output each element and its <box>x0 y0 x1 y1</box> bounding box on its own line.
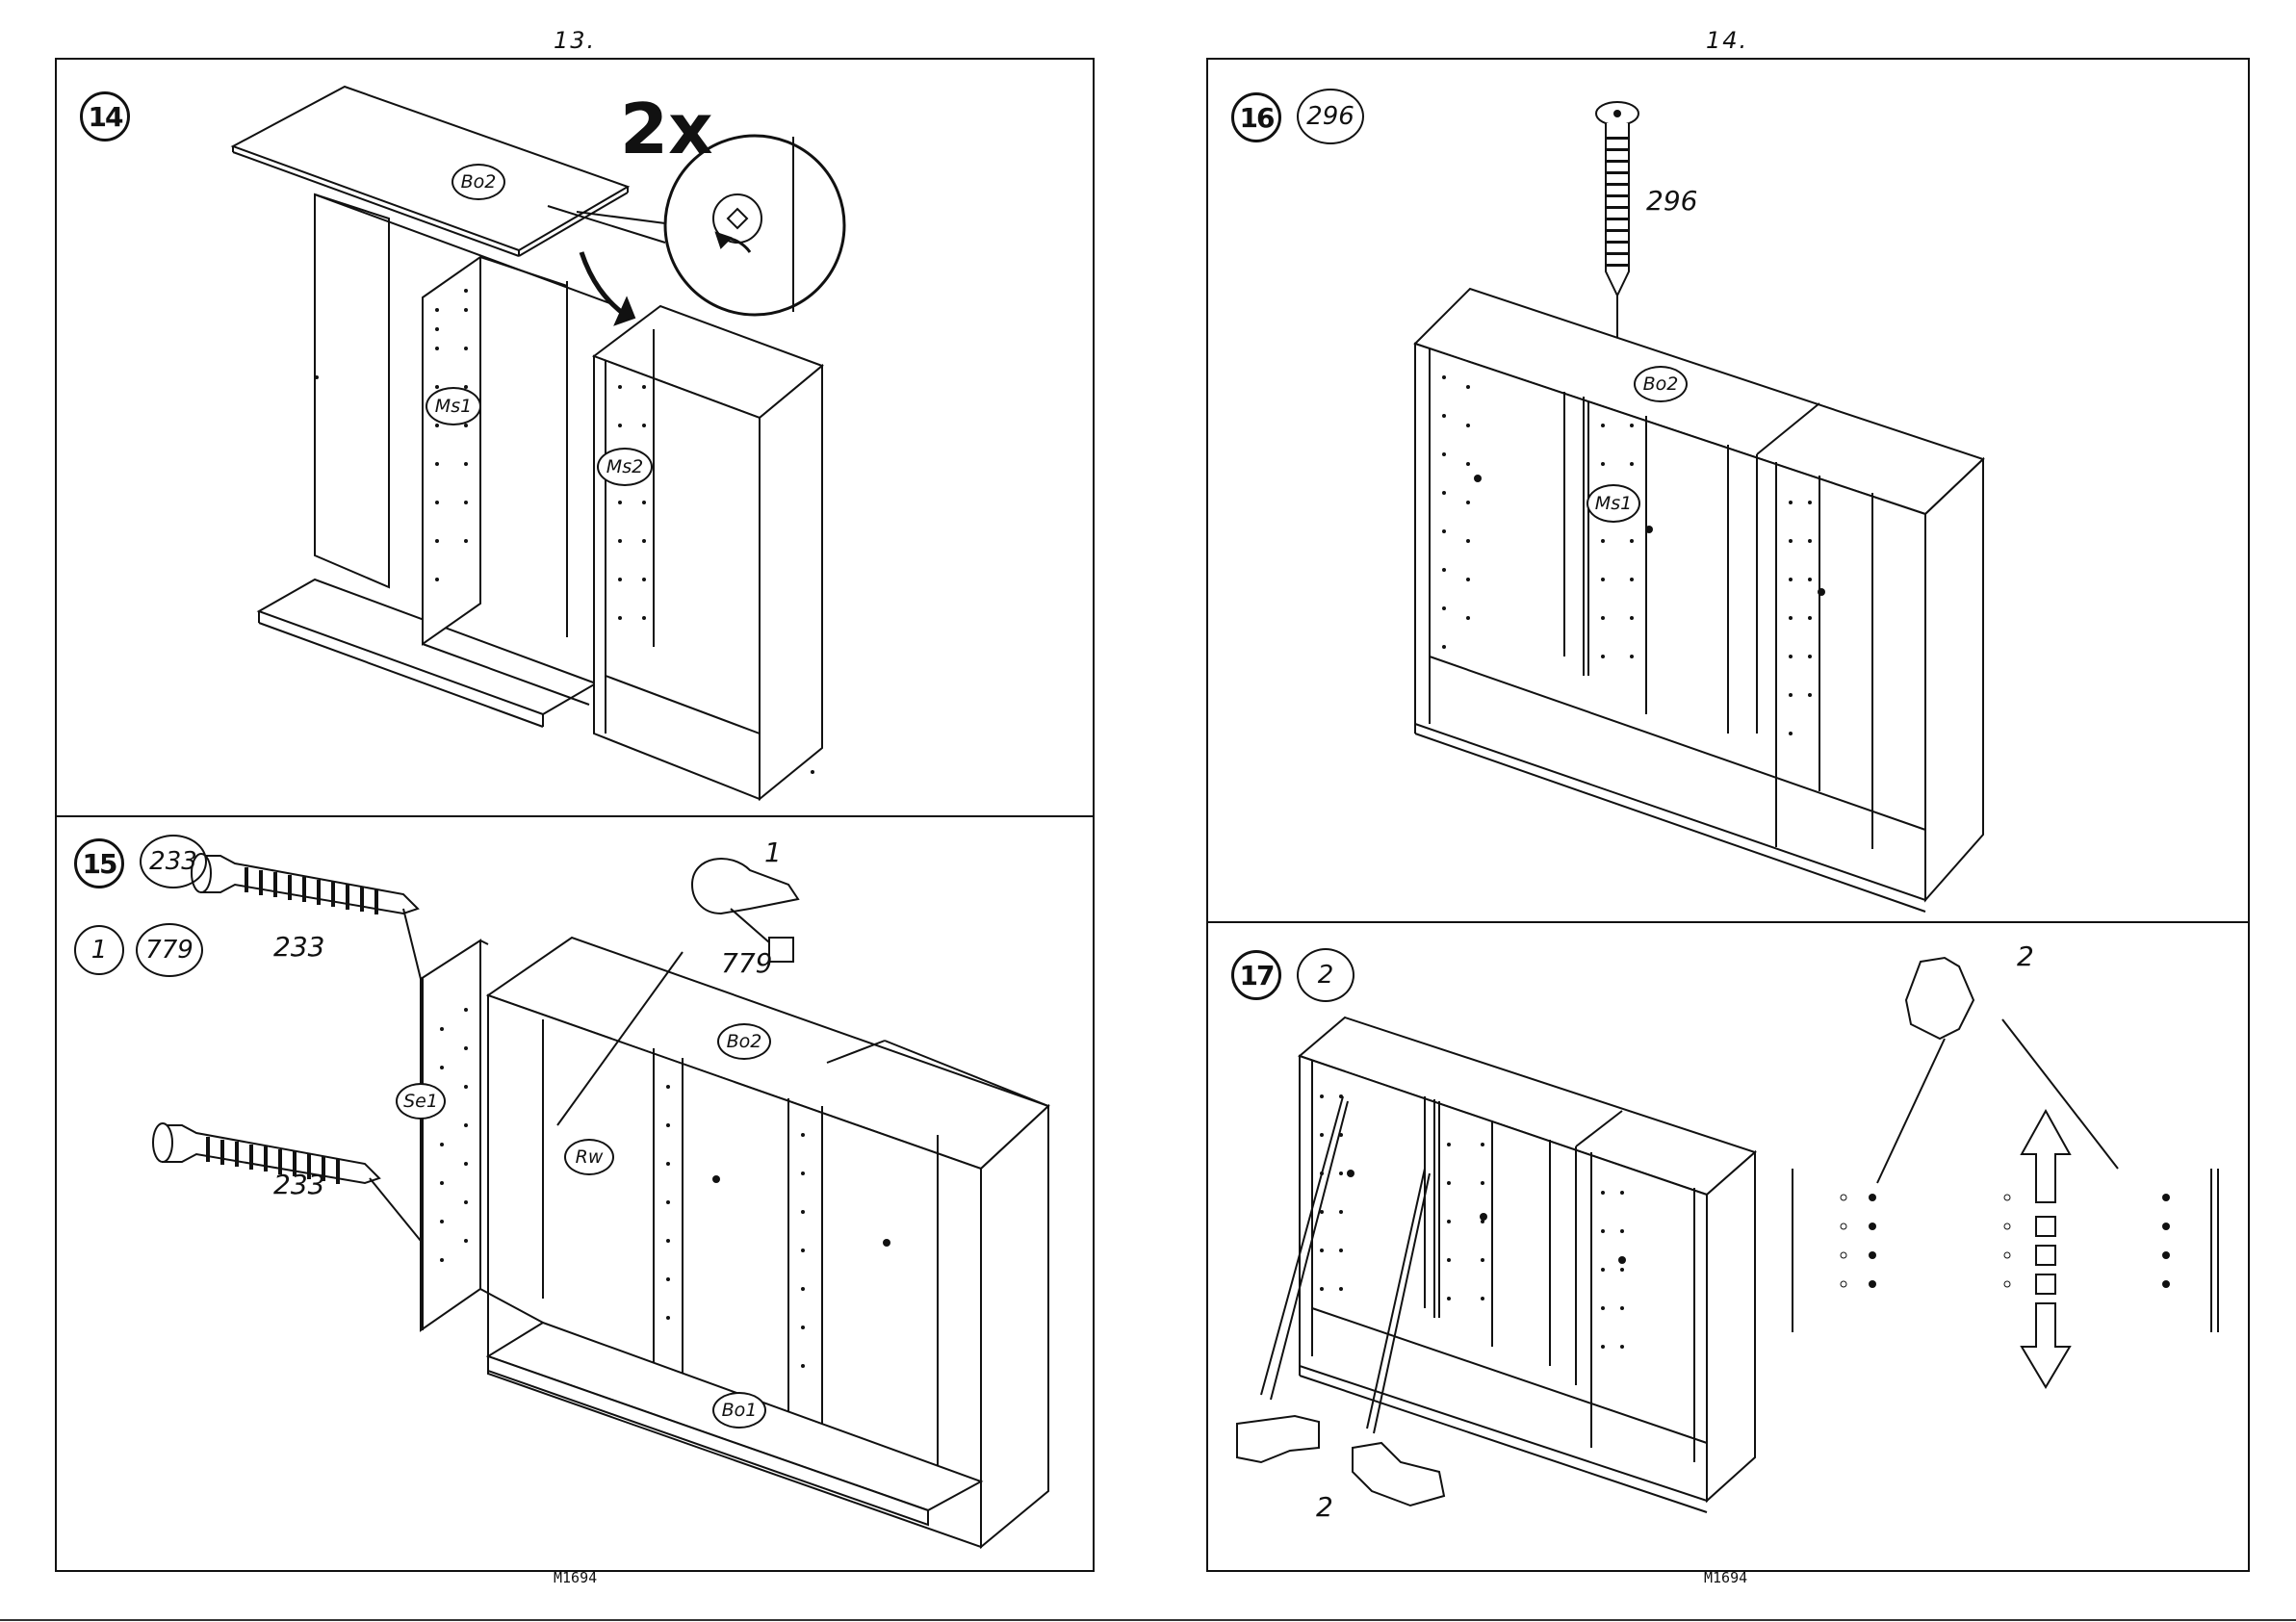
step-16-illustration <box>1208 60 2252 925</box>
step-17-panel: 17 2 2 2 <box>1206 921 2250 1572</box>
part-label-bo2: Bo2 <box>1634 366 1688 402</box>
page-number-right: 14. <box>1706 27 1748 54</box>
label-2-top: 2 <box>2017 940 2034 972</box>
footer-code-right: M1694 <box>1704 1569 1747 1586</box>
step-14-panel: 14 2x Bo2 Ms1 Ms2 <box>55 58 1095 817</box>
quantity-2: 2 <box>1297 948 1354 1002</box>
part-label-bo2: Bo2 <box>451 164 505 200</box>
quantity-233: 233 <box>140 835 207 888</box>
step-15-illustration <box>57 817 1096 1574</box>
part-label-se1: Se1 <box>396 1083 446 1120</box>
step-number-17: 17 <box>1231 950 1281 1000</box>
step-number-16: 16 <box>1231 92 1281 142</box>
step-15-panel: 15 233 1 779 233 233 1 779 Se1 Rw Bo2 Bo… <box>55 815 1095 1572</box>
quantity-296: 296 <box>1297 89 1364 144</box>
step-17-illustration <box>1208 923 2252 1574</box>
quantity-1: 1 <box>74 925 124 975</box>
footer-code-left: M1694 <box>554 1569 597 1586</box>
part-label-bo2: Bo2 <box>717 1023 771 1060</box>
label-2-bottom: 2 <box>1316 1491 1333 1523</box>
step-14-illustration <box>57 60 1096 819</box>
part-label-ms1: Ms1 <box>426 387 481 425</box>
label-779: 779 <box>721 947 772 979</box>
label-233-top: 233 <box>273 931 324 963</box>
quantity-multiplier: 2x <box>620 89 713 169</box>
part-label-bo1: Bo1 <box>712 1392 766 1429</box>
part-label-ms1: Ms1 <box>1587 484 1640 523</box>
dowel-ridges <box>206 867 378 1184</box>
bottom-border <box>0 1619 2296 1621</box>
page-number-left: 13. <box>554 27 596 54</box>
step-number-15: 15 <box>74 838 124 888</box>
step-number-14: 14 <box>80 91 130 142</box>
quantity-779: 779 <box>136 923 203 977</box>
label-296: 296 <box>1646 185 1697 217</box>
step-16-panel: 16 296 296 Bo2 Ms1 <box>1206 58 2250 923</box>
part-label-ms2: Ms2 <box>597 448 653 486</box>
label-233-bottom: 233 <box>273 1169 324 1200</box>
part-label-rw: Rw <box>564 1139 614 1175</box>
label-1: 1 <box>764 837 782 868</box>
